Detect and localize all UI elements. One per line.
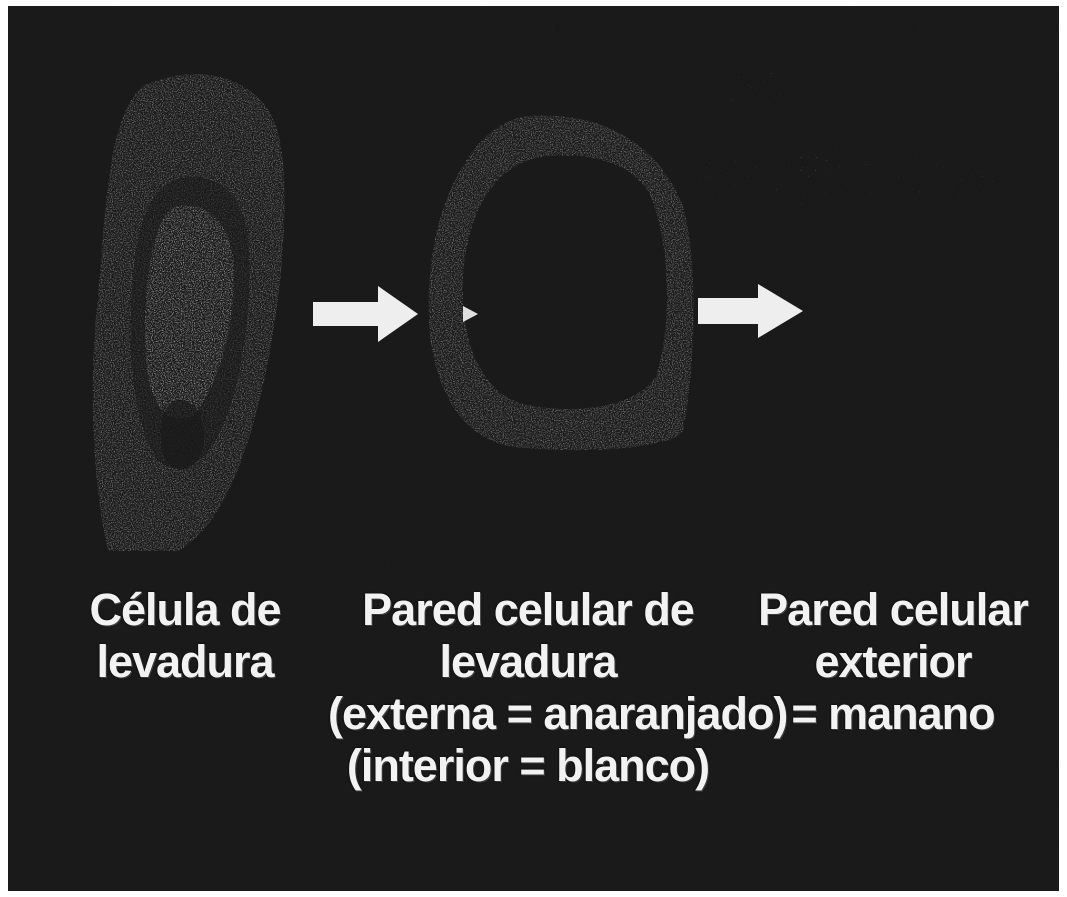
caption-line: Pared celular de bbox=[328, 584, 728, 636]
caption-outer-wall: Pared celular exterior = manano bbox=[758, 584, 1028, 740]
caption-line: exterior bbox=[758, 636, 1028, 688]
caption-line: (interior = blanco) bbox=[328, 740, 728, 792]
caption-line: levadura bbox=[328, 636, 728, 688]
caption-line: (externa = anaranjado) bbox=[328, 688, 728, 740]
caption-yeast-cell: Célula de levadura bbox=[70, 584, 300, 688]
caption-line: Célula de bbox=[70, 584, 300, 636]
diagram-panel: Célula de levadura Pared celular de leva… bbox=[8, 6, 1059, 891]
caption-line: = manano bbox=[758, 688, 1028, 740]
caption-line: levadura bbox=[70, 636, 300, 688]
caption-line: Pared celular bbox=[758, 584, 1028, 636]
caption-cell-wall: Pared celular de levadura (externa = ana… bbox=[328, 584, 728, 792]
